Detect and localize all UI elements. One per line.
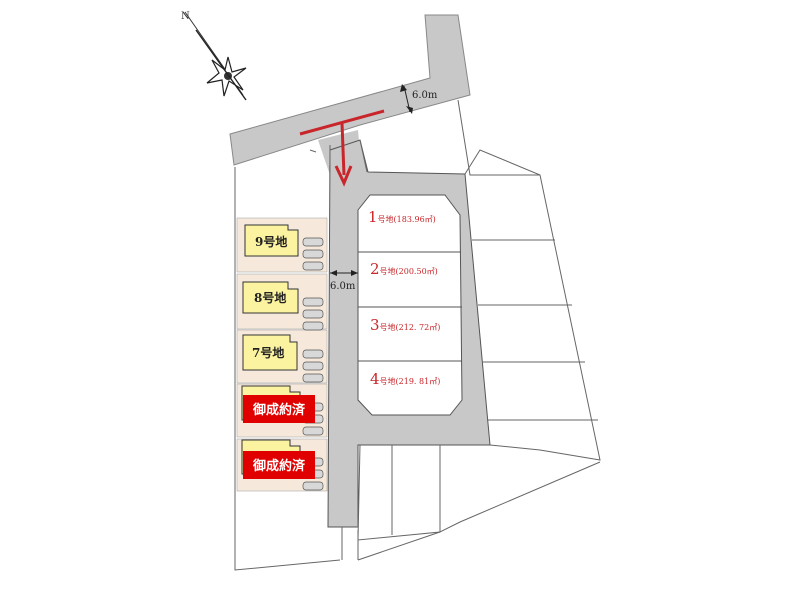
lot-2-number: 2 (370, 260, 380, 278)
lot-1-number: 1 (368, 208, 378, 226)
lot-4-area: 号地(219. 81㎡) (380, 376, 441, 386)
lot-1-area: 号地(183.96㎡) (378, 214, 436, 224)
lot-2-label: 2号地(200.50㎡) (370, 260, 438, 278)
lot-2-area: 号地(200.50㎡) (380, 266, 438, 276)
sold-badge-1-text: 御成約済 (252, 402, 306, 418)
sold-badge-2: 御成約済 (243, 451, 315, 479)
lot-1-label: 1号地(183.96㎡) (368, 208, 436, 226)
north-label: N (181, 11, 190, 22)
road-dimension-top: 6.0m (400, 84, 438, 114)
lot-4-label: 4号地(219. 81㎡) (370, 370, 440, 388)
sold-badge-1: 御成約済 (243, 395, 315, 423)
house-9-label: 9号地 (255, 234, 287, 249)
house-lots: 9号地 8号地 7号地 (236, 217, 328, 492)
lot-3-number: 3 (370, 316, 380, 334)
lot-dividers (358, 251, 462, 362)
entry-arrow-icon (299, 109, 385, 187)
road-width-left-label: 6.0m (330, 281, 356, 292)
lot-labels: 1号地(183.96㎡) 2号地(200.50㎡) 3号地(212. 72㎡) … (368, 208, 440, 388)
road-dimension-left: 6.0m (330, 270, 358, 292)
sold-badge-2-text: 御成約済 (252, 458, 306, 474)
lot-3-area: 号地(212. 72㎡) (380, 322, 441, 332)
neighbor-parcels (234, 99, 601, 571)
compass-icon: N (181, 11, 247, 101)
road-width-top-label: 6.0m (412, 90, 438, 101)
lot-4-number: 4 (370, 370, 380, 388)
house-7-label: 7号地 (252, 345, 284, 360)
lot-3-label: 3号地(212. 72㎡) (370, 316, 440, 334)
house-8-label: 8号地 (254, 290, 286, 305)
